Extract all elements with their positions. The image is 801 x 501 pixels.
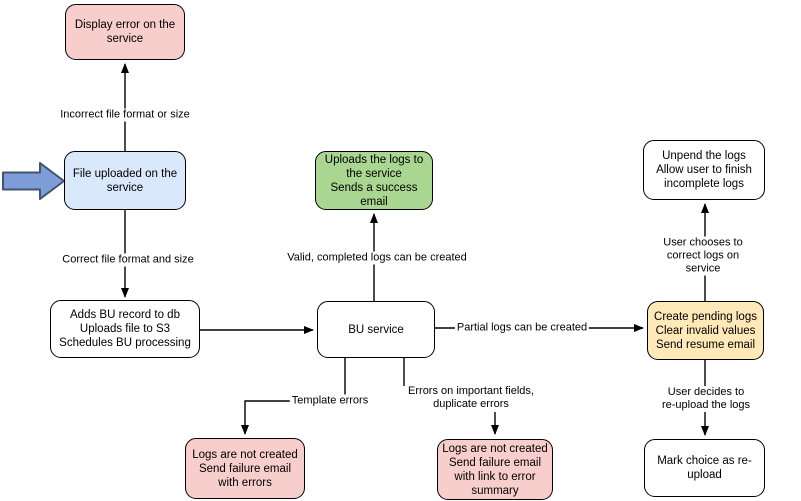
edge-label-reupload: User decides to re-upload the logs bbox=[658, 386, 754, 412]
node-adds-bu-record-label: Adds BU record to db Uploads file to S3 … bbox=[59, 309, 191, 349]
edge-label-choose-correct: User chooses to correct logs on service bbox=[654, 236, 752, 276]
node-fail-error-summary-label: Logs are not created Send failure email … bbox=[442, 442, 548, 497]
node-unpend-logs-label: Unpend the logs Allow user to finish inc… bbox=[656, 150, 752, 190]
node-create-pending: Create pending logs Clear invalid values… bbox=[647, 301, 764, 360]
edge-label-incorrect-format: Incorrect file format or size bbox=[58, 108, 192, 122]
node-display-error: Display error on the service bbox=[65, 4, 185, 60]
node-upload-success-label: Uploads the logs to the service Sends a … bbox=[324, 153, 424, 208]
edge-label-important-fields: Errors on important fields, duplicate er… bbox=[406, 385, 536, 411]
edge-label-partial-logs: Partial logs can be created bbox=[454, 321, 590, 335]
entry-block-arrow-icon bbox=[2, 162, 65, 200]
node-bu-service: BU service bbox=[317, 301, 435, 358]
node-file-uploaded: File uploaded on the service bbox=[64, 151, 186, 210]
edge-label-valid-logs: Valid, completed logs can be created bbox=[285, 251, 469, 265]
node-upload-success: Uploads the logs to the service Sends a … bbox=[315, 151, 433, 210]
node-adds-bu-record: Adds BU record to db Uploads file to S3 … bbox=[50, 300, 200, 358]
node-unpend-logs: Unpend the logs Allow user to finish inc… bbox=[643, 140, 765, 200]
node-fail-with-errors-label: Logs are not created Send failure email … bbox=[192, 448, 298, 489]
node-file-uploaded-label: File uploaded on the service bbox=[72, 167, 178, 194]
node-bu-service-label: BU service bbox=[348, 323, 404, 336]
edge-label-correct-format: Correct file format and size bbox=[60, 253, 196, 267]
node-fail-with-errors: Logs are not created Send failure email … bbox=[185, 438, 305, 499]
node-fail-error-summary: Logs are not created Send failure email … bbox=[437, 439, 553, 500]
node-mark-reupload: Mark choice as re- upload bbox=[644, 439, 765, 497]
node-mark-reupload-label: Mark choice as re- upload bbox=[657, 455, 752, 481]
edge-label-template-errors: Template errors bbox=[289, 394, 371, 408]
node-display-error-label: Display error on the service bbox=[74, 19, 176, 45]
node-create-pending-label: Create pending logs Clear invalid values… bbox=[654, 310, 757, 351]
